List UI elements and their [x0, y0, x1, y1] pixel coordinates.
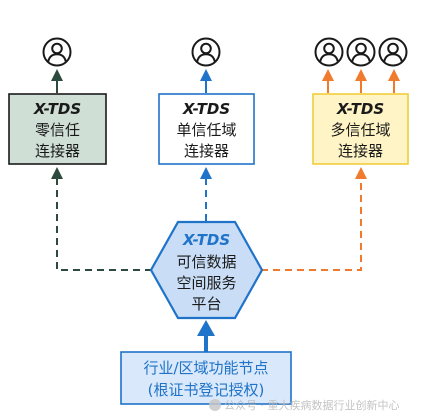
arrow-node-to-hub-head: [197, 320, 215, 336]
user-icon-zero-trust: [42, 37, 72, 67]
zero-trust-line1: 零信任: [35, 121, 80, 139]
single-trust-title: X-TDS: [182, 100, 230, 118]
single-trust-line1: 单信任域: [176, 121, 236, 139]
zero-trust-connector-box: X-TDS 零信任 连接器: [8, 93, 107, 165]
node-line1: 行业/区域功能节点: [143, 359, 268, 377]
multi-trust-title: X-TDS: [336, 100, 384, 118]
multi-trust-connector-box: X-TDS 多信任域 连接器: [312, 93, 409, 165]
zero-trust-title: X-TDS: [33, 100, 81, 118]
wechat-icon: [209, 399, 221, 411]
single-trust-connector-box: X-TDS 单信任域 连接器: [158, 93, 255, 165]
watermark-text: 公众号 · 重大疾病数据行业创新中心: [224, 398, 400, 412]
hub-line1: 可信数据: [176, 253, 236, 271]
watermark: 公众号 · 重大疾病数据行业创新中心: [209, 398, 400, 412]
user-icon-multi-trust-2: [346, 37, 376, 67]
industry-region-node-box: 行业/区域功能节点 (根证书登记授权): [120, 351, 292, 405]
single-trust-line2: 连接器: [184, 142, 229, 160]
dashed-link-hub-to-multi-trust: [261, 167, 367, 271]
hub-title: X-TDS: [182, 231, 230, 249]
dashed-link-hub-to-zero-trust: [51, 167, 152, 271]
user-icon-multi-trust-3: [378, 37, 408, 67]
user-icon-single-trust: [191, 37, 221, 67]
multi-trust-line2: 连接器: [338, 142, 383, 160]
trusted-data-space-platform-hub: X-TDS 可信数据 空间服务 平台: [149, 220, 264, 320]
multi-trust-line1: 多信任域: [330, 121, 390, 139]
node-line2: (根证书登记授权): [148, 381, 265, 399]
hub-line3: 平台: [191, 295, 221, 313]
user-icon-multi-trust-1: [314, 37, 344, 67]
zero-trust-line2: 连接器: [35, 142, 80, 160]
hub-line2: 空间服务: [176, 274, 236, 292]
